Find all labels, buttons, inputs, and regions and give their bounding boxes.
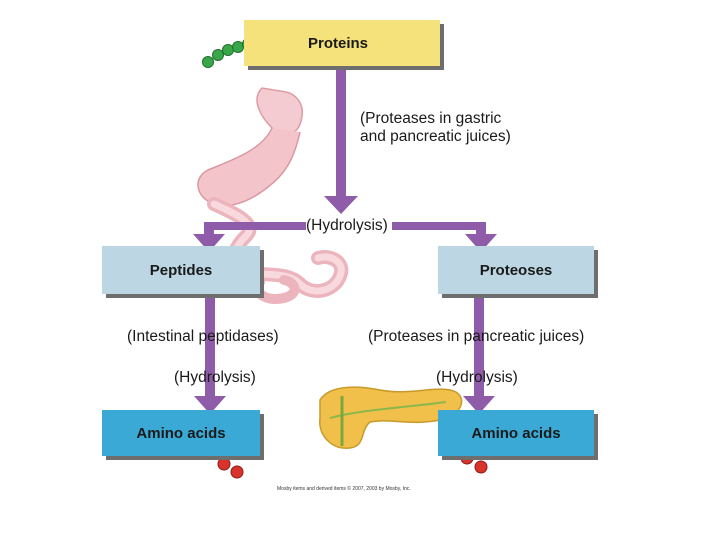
node-proteoses: Proteoses [438,246,594,294]
label-pancreatic-proteases: (Proteases in pancreatic juices) [368,328,585,345]
label-intestinal-peptidases: (Intestinal peptidases) [127,328,279,345]
label-gastric-line1: (Proteases in gastric [360,110,502,127]
label-hydrolysis-left: (Hydrolysis) [174,369,256,386]
arrowhead-amino-left [194,396,226,414]
arrowhead-peptides [193,234,225,252]
arrowhead-proteins [324,196,358,214]
node-amino-acids-left: Amino acids [102,410,260,456]
arrow-left-down [204,222,214,236]
node-amino-left-label: Amino acids [136,424,226,442]
node-amino-acids-right: Amino acids [438,410,594,456]
node-peptides: Peptides [102,246,260,294]
node-proteoses-label: Proteoses [479,261,553,279]
label-hydrolysis-right: (Hydrolysis) [436,369,518,386]
arrow-peptides-down [205,294,215,398]
stomach-intestine-icon [197,87,349,304]
pancreas-icon [319,386,463,449]
arrow-proteins-down [336,66,346,202]
node-proteins: Proteins [244,20,440,66]
arrow-proteoses-down [474,294,484,398]
arrow-split-left [204,222,306,230]
node-amino-right-label: Amino acids [471,424,561,442]
label-gastric-line2: and pancreatic juices) [360,128,511,145]
arrowhead-proteoses [465,234,497,252]
arrows [193,66,497,414]
arrow-split-right [392,222,484,230]
node-peptides-label: Peptides [149,261,213,279]
node-proteins-label: Proteins [308,34,369,52]
copyright-credit: Mosby items and derived items © 2007, 20… [277,486,411,492]
arrowhead-amino-right [463,396,495,414]
label-hydrolysis-top: (Hydrolysis) [306,217,388,235]
arrow-right-down [476,222,486,236]
